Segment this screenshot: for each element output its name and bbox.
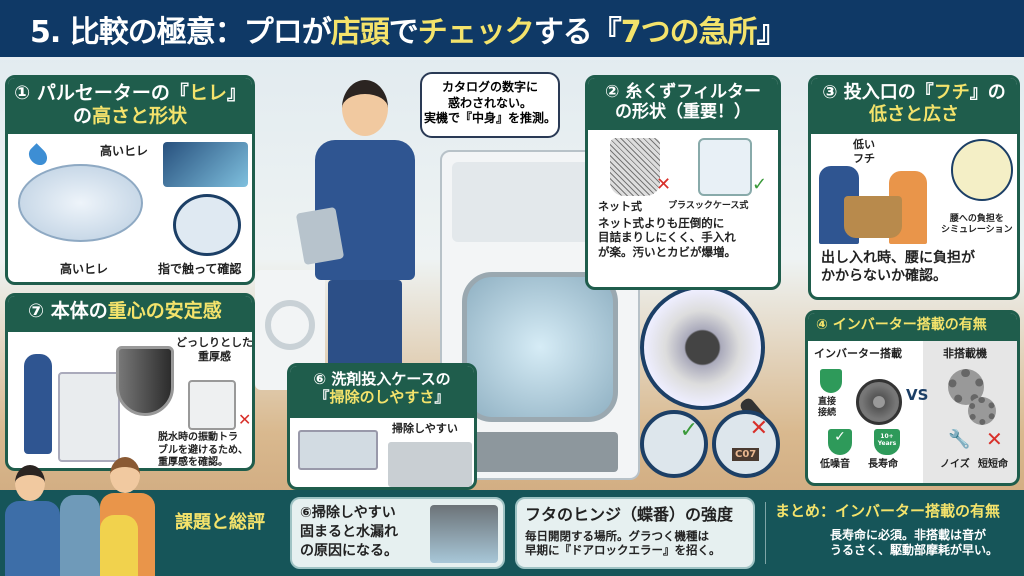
panel-title: ③ 投入口の『フチ』の低さと広さ — [811, 78, 1017, 134]
cross-icon: ✕ — [238, 410, 252, 429]
label-heavy: どっしりとした重厚感 — [176, 336, 253, 363]
panel2-description: ネット式よりも圧倒的に目詰まりしにくく、手入れが楽。汚いとカビが爆増。 — [598, 216, 736, 259]
label-inverter: インバーター搭載 — [814, 347, 902, 360]
check-icon: ✓ — [752, 174, 768, 195]
panel-inverter: ④ インバーター搭載の有無 インバーター搭載 非搭載機 直接接続 VS ✓ 10… — [805, 310, 1020, 486]
label-plastic-case: プラスックケース式 — [668, 201, 749, 211]
cross-icon: ✕ — [986, 427, 1003, 451]
label-direct-connection: 直接接続 — [818, 397, 837, 419]
label-simulation: 腰への負担をシミュレーション — [941, 214, 1013, 236]
hinge-ok-icon: ✓ — [640, 410, 708, 478]
title-text: 5. 比較の極意：プロが — [30, 14, 332, 50]
summary-card-detergent: ⑥掃除しやすい固まると水漏れの原因になる。 — [290, 497, 505, 569]
label-low-noise: 低噪音 — [820, 459, 850, 470]
card-text: 毎日開閉する場所。グラつく機種は早期に『ドアロックエラー』を招く。 — [525, 529, 721, 558]
low-noise-check-icon: ✓ — [828, 429, 852, 455]
hinge-ng-icon: ✕C07 — [712, 410, 780, 478]
panel-lint-filter: ② 糸くずフィルターの形状（重要！） ✕ ✓ ネット式 プラスックケース式 ネッ… — [585, 75, 781, 290]
label-net: ネット式 — [598, 200, 642, 213]
drain-pipe-image — [430, 505, 498, 563]
gear-icon — [968, 397, 996, 425]
title-highlight: 7つの急所 — [620, 14, 758, 50]
shield-icon — [820, 369, 842, 393]
summary-title: まとめ：インバーター搭載の有無 — [775, 502, 1001, 520]
water-drop-icon — [25, 143, 51, 169]
title-highlight: チェック — [417, 14, 535, 50]
panel-opening-rim: ③ 投入口の『フチ』の低さと広さ 低いフチ 腰への負担をシミュレーション 出し入… — [808, 75, 1020, 300]
page-title: 5. 比較の極意：プロが店頭でチェックする『7つの急所』 — [0, 0, 1024, 60]
panel-title: ① パルセーターの『ヒレ』 の高さと形状 — [8, 78, 252, 134]
family-illustration — [5, 457, 160, 576]
bubble-text: 惑わされない。 — [447, 95, 532, 110]
plastic-case-icon — [698, 138, 752, 196]
label-high-fin: 高いヒレ — [60, 262, 109, 276]
summary-card-hinge: フタのヒンジ（蝶番）の強度 毎日開閉する場所。グラつく機種は早期に『ドアロックエ… — [515, 497, 755, 569]
shaking-washer-icon — [188, 380, 236, 430]
label-short-life: 短短命 — [978, 459, 1008, 470]
worker-figure — [24, 354, 52, 454]
title-highlight: 店頭 — [330, 14, 390, 50]
summary-text: 長寿命に必須。非搭載は音がうるさく、駆動部摩耗が早い。 — [830, 528, 999, 557]
label-non-inverter: 非搭載機 — [943, 347, 987, 360]
panel-detergent-case: ⑥ 洗剤投入ケースの『掃除のしやすさ』 掃除しやすい — [287, 363, 477, 490]
vs-label: VS — [906, 386, 929, 404]
card-title: フタのヒンジ（蝶番）の強度 — [525, 505, 734, 524]
shield-icon — [116, 346, 174, 416]
title-text: 』 — [756, 14, 787, 50]
error-code: C07 — [732, 448, 760, 461]
speech-bubble: カタログの数字に 惑わされない。 実機で『中身』を推測。 — [420, 72, 560, 138]
magnifier-bearing-icon — [640, 285, 765, 410]
card-text: ⑥掃除しやすい固まると水漏れの原因になる。 — [300, 505, 398, 559]
summary-bar: 課題と総評 ⑥掃除しやすい固まると水漏れの原因になる。 フタのヒンジ（蝶番）の強… — [0, 457, 1024, 576]
bubble-text: カタログの数字に — [441, 80, 538, 94]
label-noise: ノイズ — [940, 459, 970, 470]
cross-icon: ✕ — [656, 174, 672, 195]
panel-title: ⑦ 本体の重心の安定感 — [8, 296, 252, 332]
title-text: で — [388, 14, 419, 50]
label-easy-clean: 掃除しやすい — [392, 422, 458, 435]
pulsator-icon — [18, 164, 143, 242]
finger-touch-icon — [173, 194, 241, 256]
label-low-rim: 低いフチ — [853, 138, 875, 165]
title-text: する『 — [533, 14, 622, 50]
couple-with-basket-illustration — [819, 146, 929, 246]
divider — [765, 502, 766, 564]
panel-title: ④ インバーター搭載の有無 — [808, 313, 1017, 341]
years-badge: 10+ Years — [874, 429, 900, 455]
section-label: 課題と総評 — [175, 512, 265, 533]
bubble-text: 実機で『中身』を推測。 — [424, 111, 557, 126]
drawer-inside-image — [388, 442, 472, 487]
label-touch: 指で触って確認 — [158, 262, 242, 276]
detergent-drawer-icon — [298, 430, 378, 470]
panel7-description: 脱水時の振動トラブルを避けるため、重厚感を確認。 — [158, 432, 248, 468]
label-long-life: 長寿命 — [868, 459, 898, 470]
wave-image — [163, 142, 248, 187]
back-strain-icon — [951, 139, 1013, 201]
panel-pulsator-fin: ① パルセーターの『ヒレ』 の高さと形状 高いヒレ 高いヒレ 指で触って確認 — [5, 75, 255, 285]
worker-pushing-washer-illustration — [58, 372, 120, 462]
panel-title: ⑥ 洗剤投入ケースの『掃除のしやすさ』 — [290, 366, 474, 418]
net-filter-icon — [610, 138, 660, 196]
gear-icon — [948, 369, 984, 405]
belt-motor-icon — [856, 379, 902, 425]
panel-center-of-gravity: ⑦ 本体の重心の安定感 ✕ どっしりとした重厚感 脱水時の振動トラブルを避けるた… — [5, 293, 255, 471]
wrench-icon: 🔧 — [948, 429, 971, 450]
panel-title: ② 糸くずフィルターの形状（重要！） — [588, 78, 778, 130]
label-high-fin: 高いヒレ — [100, 144, 149, 158]
panel3-description: 出し入れ時、腰に負担がかからないか確認。 — [821, 250, 975, 284]
